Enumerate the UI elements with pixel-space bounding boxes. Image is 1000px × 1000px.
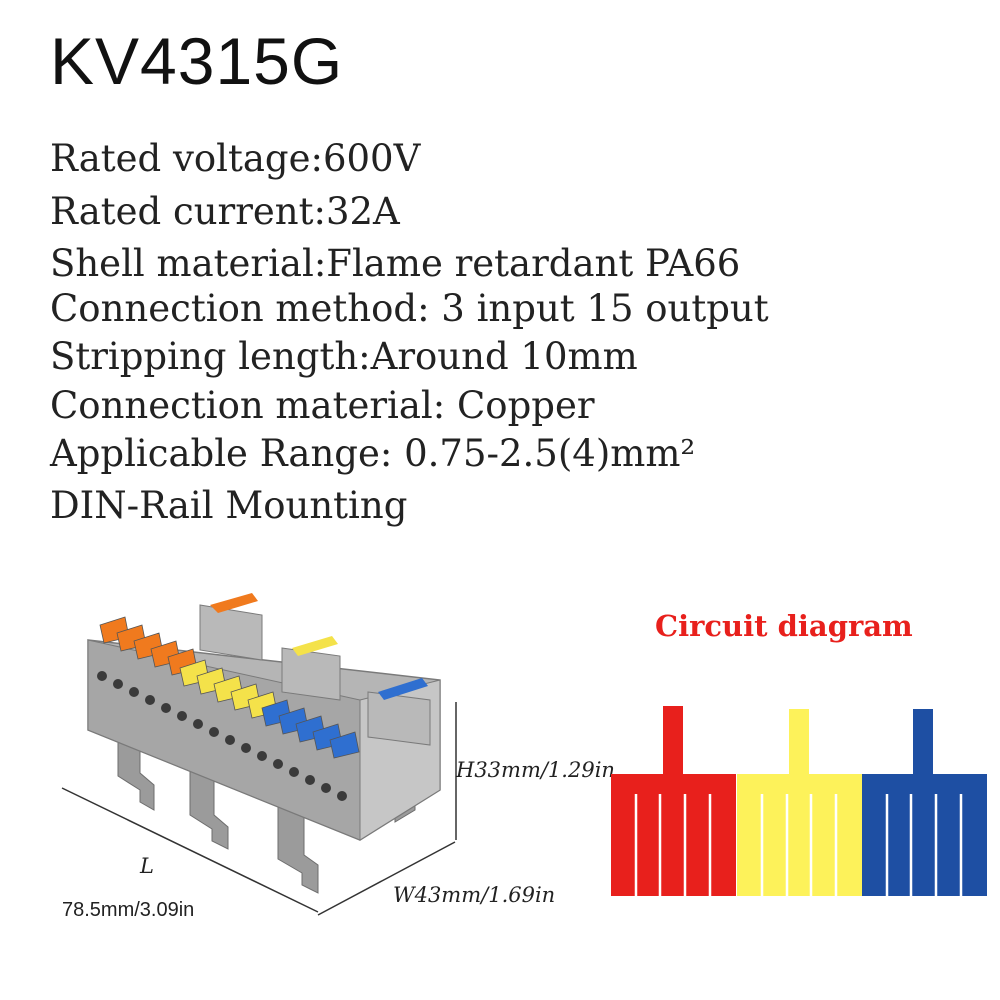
input-towers <box>199 593 431 746</box>
length-dimension-line <box>61 787 319 913</box>
circuit-group-yellow <box>737 709 862 896</box>
spec-rated-current: Rated current:32A <box>50 190 400 233</box>
product-model-title: KV4315G <box>50 24 344 98</box>
circuit-group-blue <box>862 709 987 896</box>
width-label: W43mm/1.69in <box>393 883 556 907</box>
length-letter: L <box>140 854 154 878</box>
spec-connection-material: Connection material: Copper <box>50 384 595 427</box>
circuit-diagram-title: Circuit diagram <box>655 609 913 643</box>
blue-levers <box>261 699 360 759</box>
spec-connection-method: Connection method: 3 input 15 output <box>50 287 769 330</box>
circuit-group-red <box>611 706 736 896</box>
yellow-levers <box>179 659 278 719</box>
spec-rated-voltage: Rated voltage:600V <box>50 137 421 180</box>
spec-applicable-range: Applicable Range: 0.75-2.5(4)mm² <box>50 432 696 475</box>
spec-stripping-length: Stripping length:Around 10mm <box>50 335 638 378</box>
wire-holes <box>97 671 347 801</box>
height-label: H33mm/1.29in <box>456 758 615 782</box>
length-label: 78.5mm/3.09in <box>62 899 195 921</box>
spec-din-rail: DIN-Rail Mounting <box>50 484 408 527</box>
width-dimension-line <box>317 841 456 916</box>
orange-levers <box>99 616 198 676</box>
spec-shell-material: Shell material:Flame retardant PA66 <box>50 242 741 285</box>
